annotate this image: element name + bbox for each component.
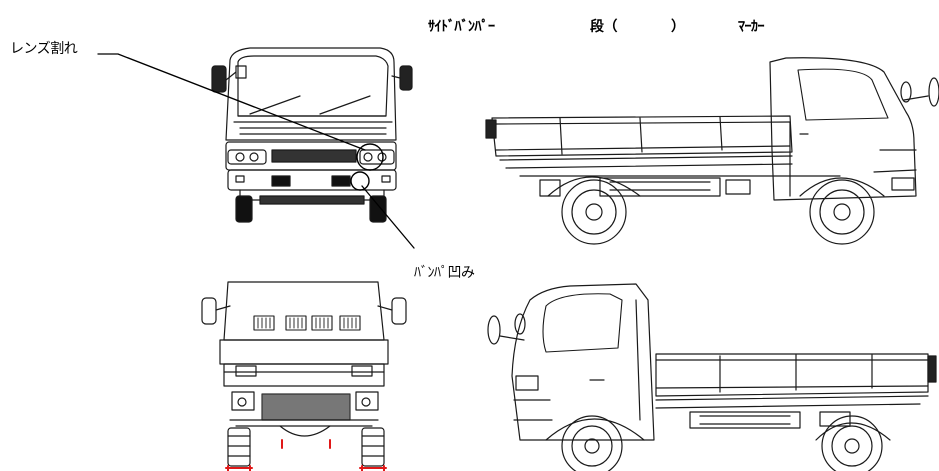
truck-right-side-view <box>485 57 939 245</box>
bumper-dent-leader <box>361 185 415 249</box>
lens-crack-leader <box>97 53 366 151</box>
truck-left-side-view <box>487 283 937 471</box>
steps-label: 段（ ） <box>590 19 685 35</box>
truck-front-view <box>211 47 413 223</box>
truck-rear-view <box>201 281 407 471</box>
marker-label: ﾏｰｶｰ <box>738 19 765 35</box>
bumper-dent-label: ﾊﾞﾝﾊﾟ凹み <box>414 265 475 281</box>
side-bumper-label: ｻｲﾄﾞﾊﾞﾝﾊﾟｰ <box>428 19 495 35</box>
lens-crack-label: レンズ割れ <box>10 41 78 57</box>
